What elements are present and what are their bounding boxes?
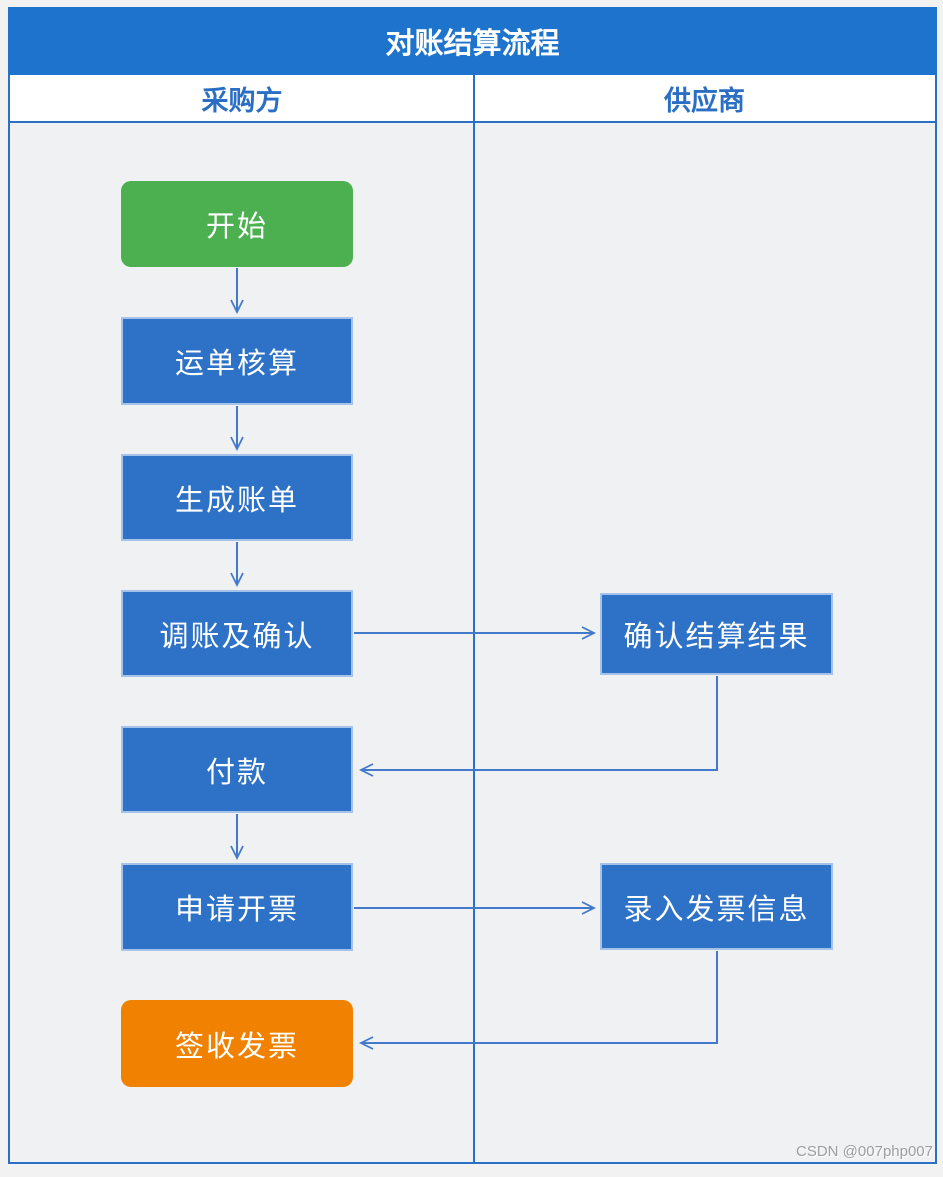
- node-apply-invoice-label: 申请开票: [174, 894, 299, 926]
- node-apply-invoice: 申请开票: [121, 863, 353, 951]
- lane-header-row: 采购方 供应商: [10, 75, 935, 123]
- node-waybill-accounting-label: 运单核算: [174, 348, 299, 380]
- node-adjust-and-confirm: 调账及确认: [121, 590, 353, 677]
- node-generate-bill: 生成账单: [121, 454, 353, 541]
- page-title: 对账结算流程: [8, 7, 937, 75]
- node-start-label: 开始: [205, 211, 268, 243]
- lane-header-purchaser-label: 采购方: [201, 85, 283, 116]
- node-payment: 付款: [121, 726, 353, 813]
- node-start: 开始: [121, 181, 353, 267]
- node-generate-bill-label: 生成账单: [174, 484, 299, 517]
- lane-header-supplier: 供应商: [474, 75, 935, 121]
- lane-header-supplier-label: 供应商: [664, 85, 745, 116]
- node-confirm-settlement: 确认结算结果: [600, 593, 833, 675]
- node-confirm-settlement-label: 确认结算结果: [623, 621, 810, 653]
- node-enter-invoice-info-label: 录入发票信息: [623, 893, 810, 926]
- node-sign-invoice-label: 签收发票: [174, 1030, 299, 1063]
- node-sign-invoice: 签收发票: [121, 1000, 353, 1087]
- node-payment-label: 付款: [205, 756, 268, 789]
- node-enter-invoice-info: 录入发票信息: [600, 863, 833, 950]
- watermark: CSDN @007php007: [796, 1143, 933, 1160]
- lane-divider: [473, 75, 475, 1162]
- page-title-text: 对账结算流程: [385, 28, 560, 60]
- node-waybill-accounting: 运单核算: [121, 317, 353, 405]
- lane-header-purchaser: 采购方: [10, 75, 474, 121]
- node-adjust-and-confirm-label: 调账及确认: [159, 620, 315, 653]
